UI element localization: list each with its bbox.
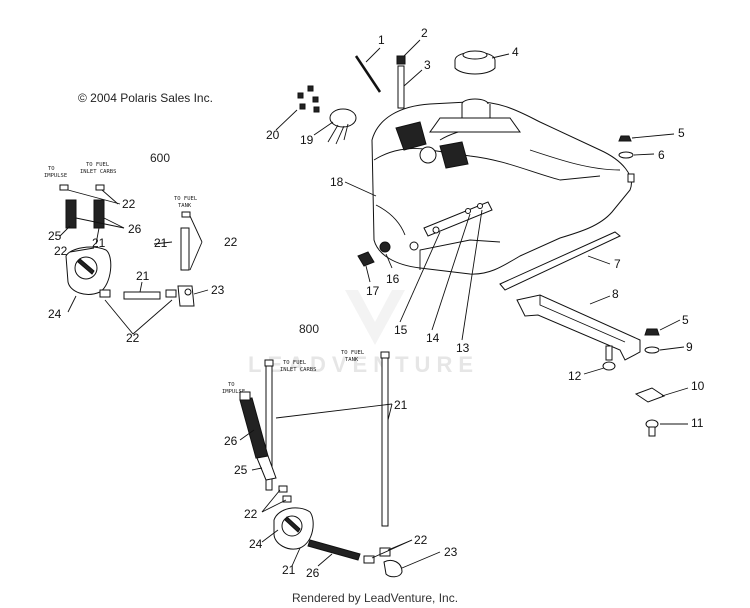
label-800-to-tank-1: TO FUEL (341, 350, 365, 356)
callout-800-21b: 21 (282, 563, 296, 577)
callout-5: 5 (678, 126, 685, 140)
callout-800-26b: 26 (306, 566, 320, 580)
callout-800-24: 24 (249, 537, 263, 551)
bolt-part-12 (602, 345, 616, 371)
label-600-to-impulse-2: IMPULSE (44, 173, 67, 179)
callout-leaders-800 (239, 403, 441, 569)
fuel-system-800: TO IMPULSE TO FUEL INLET CARBS TO FUEL T… (222, 350, 403, 578)
callout-600-22a: 22 (122, 197, 136, 211)
fuel-tank (371, 98, 632, 275)
callout-600-22c: 22 (224, 235, 238, 249)
variant-label-600: 600 (150, 151, 171, 165)
callout-800-22b: 22 (414, 533, 428, 547)
nut-washer-lower (644, 328, 660, 354)
callout-6: 6 (658, 148, 665, 162)
grommet-part-16 (379, 241, 391, 253)
label-600-to-tank-2: TANK (178, 203, 192, 209)
callout-600-25: 25 (48, 229, 62, 243)
callout-600-23: 23 (211, 283, 225, 297)
callout-5b: 5 (682, 313, 689, 327)
callout-800-23: 23 (444, 545, 458, 559)
label-600-to-tank-1: TO FUEL (174, 196, 198, 202)
fuel-sender-part (327, 108, 357, 145)
callout-15: 15 (394, 323, 408, 337)
label-800-to-fuel-2: INLET CARBS (280, 367, 316, 373)
callout-13: 13 (456, 341, 470, 355)
callout-600-21a: 21 (92, 236, 106, 250)
fitting-part-17 (357, 251, 375, 267)
callout-20: 20 (266, 128, 280, 142)
callout-7: 7 (614, 257, 621, 271)
label-800-to-impulse-1: TO (228, 382, 235, 388)
callout-800-22a: 22 (244, 507, 258, 521)
watermark: LEADVENTURE (248, 352, 480, 377)
callout-16: 16 (386, 272, 400, 286)
screws-part-20 (297, 85, 320, 113)
label-600-to-fuel-2: INLET CARBS (80, 169, 116, 175)
callout-600-24: 24 (48, 307, 62, 321)
callout-leaders-main (275, 39, 689, 425)
callout-4: 4 (512, 45, 519, 59)
tank-pad-strip (499, 231, 621, 291)
callout-17: 17 (366, 284, 380, 298)
callout-12: 12 (568, 369, 582, 383)
label-600-to-impulse-1: TO (48, 166, 55, 172)
label-800-to-tank-2: TANK (345, 357, 359, 363)
callout-600-22d: 22 (126, 331, 140, 345)
callout-3: 3 (424, 58, 431, 72)
fuel-cap-part (454, 50, 496, 75)
nut-washer-upper (618, 135, 635, 183)
callout-14: 14 (426, 331, 440, 345)
callout-18: 18 (330, 175, 344, 189)
callout-11: 11 (691, 416, 704, 430)
copyright-text: © 2004 Polaris Sales Inc. (78, 91, 213, 105)
tank-bracket (516, 294, 641, 361)
vent-fitting-part (396, 55, 406, 65)
callout-8: 8 (612, 287, 619, 301)
variant-label-800: 800 (299, 322, 320, 336)
vent-tube-part (397, 65, 405, 109)
callout-19: 19 (300, 133, 314, 147)
label-800-to-impulse-2: IMPULSE (222, 389, 245, 395)
callout-600-21c: 21 (136, 269, 150, 283)
callout-9: 9 (686, 340, 693, 354)
callout-numbers: 1 2 3 4 5 6 7 8 5 9 10 11 12 13 14 15 16… (48, 26, 705, 580)
callout-800-25: 25 (234, 463, 248, 477)
callout-10: 10 (691, 379, 705, 393)
plate-part-10 (634, 387, 666, 403)
callout-2: 2 (421, 26, 428, 40)
callout-800-26a: 26 (224, 434, 238, 448)
label-600-to-fuel-1: TO FUEL (86, 162, 110, 168)
label-800-to-fuel-1: TO FUEL (283, 360, 307, 366)
callout-600-21b: 21 (154, 236, 168, 250)
callout-800-21: 21 (394, 398, 408, 412)
fuel-system-600: TO IMPULSE TO FUEL INLET CARBS TO FUEL T… (44, 162, 198, 307)
footer-credit: Rendered by LeadVenture, Inc. (291, 591, 459, 605)
callout-leaders-600 (59, 189, 209, 335)
callout-1: 1 (378, 33, 385, 47)
callout-600-26: 26 (128, 222, 142, 236)
callout-600-22b: 22 (54, 244, 68, 258)
watermark-logo (345, 290, 405, 345)
rod-part-1 (354, 55, 382, 93)
bolt-part-11 (645, 419, 659, 437)
